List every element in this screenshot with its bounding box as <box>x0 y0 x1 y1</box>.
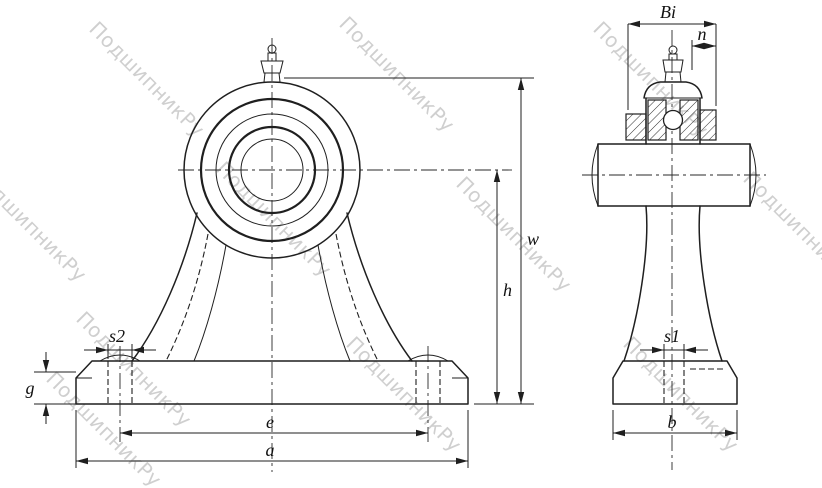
inner-ring-extension-section <box>699 109 717 141</box>
dim-label-h: h <box>503 280 512 300</box>
grease-nipple-stem <box>668 53 678 61</box>
dim-label-b: b <box>668 412 677 432</box>
ball-section <box>662 109 684 131</box>
dim-g: g <box>26 352 76 424</box>
dim-Bi: Bi <box>627 2 717 110</box>
grease-nipple-hex <box>662 59 684 73</box>
dim-label-g: g <box>26 378 35 398</box>
right-boss-arc <box>407 354 449 362</box>
grease-nipple-base <box>664 71 682 83</box>
base-side <box>612 360 738 405</box>
front-view: s2 g e a w h <box>26 38 539 472</box>
shaft-lines <box>597 143 751 207</box>
watermark-text: ПодшипникРу <box>738 167 822 292</box>
pillar-left-outer-edge <box>131 212 198 362</box>
dim-label-s2: s2 <box>109 326 125 346</box>
dim-s1: s1 <box>640 326 708 359</box>
grease-nipple-hex <box>260 60 284 74</box>
pillar-right-hidden-edge <box>335 233 379 362</box>
shaft-left-end-arc <box>591 143 599 207</box>
base-side-outline <box>612 360 738 405</box>
dim-label-s1: s1 <box>664 326 680 346</box>
dim-label-a: a <box>266 440 275 460</box>
bearing-inner-ring-circle <box>227 125 317 215</box>
dim-Bi-extension-lines <box>627 24 717 110</box>
dim-s2: s2 <box>84 326 156 359</box>
dim-h: h <box>493 170 512 404</box>
grease-fitting-front <box>260 44 284 83</box>
dim-a: a <box>75 410 469 468</box>
watermark-layer: ПодшипникРу ПодшипникРу ПодшипникРу Подш… <box>0 12 822 488</box>
bore-circle <box>240 138 304 202</box>
pillar-left-inner-edge <box>193 244 227 362</box>
shaft <box>591 143 757 207</box>
watermark-text: ПодшипникРу <box>334 12 459 137</box>
right-bolt-hole-hidden <box>415 361 441 404</box>
dim-w-extension-lines <box>284 77 534 405</box>
pillar-side-left-edge <box>623 205 648 362</box>
pillar-right-inner-edge <box>317 244 351 362</box>
pillar-left-hidden-edge <box>165 233 209 362</box>
dim-w: w <box>284 77 539 405</box>
left-boss-arc <box>99 354 141 362</box>
grease-nipple-ball-icon <box>668 45 678 55</box>
dim-e: e <box>120 412 428 437</box>
dim-g-extension-lines <box>34 371 76 405</box>
locking-collar-section <box>625 113 647 141</box>
dim-s1-extension-lines <box>663 344 685 359</box>
dim-label-n: n <box>698 24 707 44</box>
dim-label-e: e <box>266 412 274 432</box>
side-view: Bi n s1 b <box>582 2 766 470</box>
pillar-side-right-edge <box>698 205 723 362</box>
watermark-text: ПодшипникРу <box>451 172 576 297</box>
pillar-right-outer-edge <box>346 212 413 362</box>
watermark-text: ПодшипникРу <box>0 162 92 287</box>
dim-label-w: w <box>527 229 539 249</box>
watermark-text: ПодшипникРу <box>84 17 209 142</box>
base-front <box>75 354 469 405</box>
pillar-side <box>623 205 723 362</box>
grease-nipple-base <box>263 72 281 83</box>
left-bolt-hole-hidden <box>107 361 133 404</box>
grease-fitting-side <box>662 45 684 83</box>
bolt-slot-hidden <box>663 361 685 404</box>
bearing-seal-circle <box>215 113 329 227</box>
bearing-section <box>625 81 717 145</box>
dim-label-Bi: Bi <box>660 2 676 22</box>
dim-n: n <box>691 24 716 70</box>
dim-b: b <box>612 410 738 440</box>
bearing-outer-ring-circle <box>199 97 345 243</box>
shaft-right-end-arc <box>749 143 757 207</box>
